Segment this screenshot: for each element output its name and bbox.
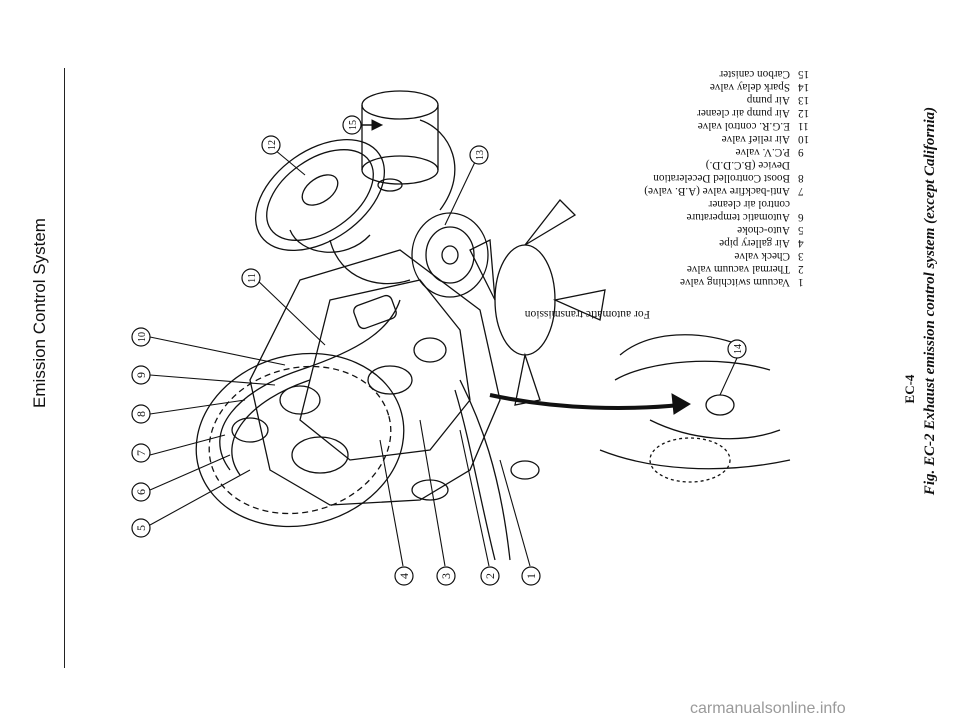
fan-drawing [469, 199, 606, 406]
callout-numbers: 1 2 3 4 5 6 7 8 9 10 11 12 15 13 14 [134, 120, 744, 579]
callout-2: 2 [483, 573, 497, 579]
callout-3: 3 [439, 573, 453, 579]
callout-13: 13 [475, 150, 486, 160]
carbon-canister-drawing [361, 90, 439, 192]
callout-15: 15 [348, 120, 359, 130]
hoses-drawing [219, 119, 511, 561]
figure-caption: Fig. EC-2 Exhaust emission control syste… [922, 106, 938, 496]
callout-1: 1 [524, 573, 538, 579]
callout-14: 14 [733, 344, 744, 354]
callout-8: 8 [134, 411, 148, 417]
callout-4: 4 [397, 573, 411, 579]
inset-detail-drawing [599, 334, 791, 483]
callout-circles [131, 115, 747, 586]
leader-lines [149, 149, 738, 567]
vertical-rule [64, 68, 65, 668]
engine-block-drawing [249, 249, 540, 506]
watermark: carmanualsonline.info [690, 700, 846, 717]
callout-12: 12 [267, 140, 278, 150]
air-pump-air-cleaner-drawing [254, 138, 386, 253]
air-pump-drawing [411, 212, 489, 298]
callout-10: 10 [137, 332, 148, 342]
callout-5: 5 [134, 525, 148, 531]
automatic-transmission-note: For automatic transmission [524, 308, 650, 320]
legend-row: control air cleaner [708, 198, 790, 210]
callout-11: 11 [247, 273, 258, 283]
legend-row: Device (B.C.D.D.) [705, 159, 790, 171]
callout-6: 6 [134, 489, 148, 495]
air-cleaner-tray-drawing [195, 352, 405, 528]
callout-7: 7 [134, 450, 148, 456]
callout-9: 9 [134, 372, 148, 378]
page-number: EC-4 [902, 374, 917, 404]
inset-arrow [489, 393, 691, 415]
